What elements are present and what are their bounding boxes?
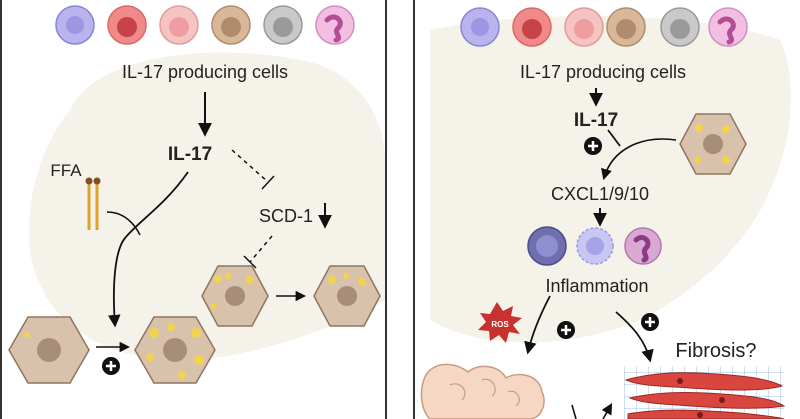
left-producers-label: IL-17 producing cells bbox=[122, 62, 288, 82]
right-plus-icon-2 bbox=[557, 321, 575, 339]
fibroblast-2 bbox=[628, 392, 786, 409]
right-hepatocyte bbox=[679, 113, 747, 175]
right-producers-label: IL-17 producing cells bbox=[520, 62, 686, 82]
left-inhibition-bar-2 bbox=[243, 255, 257, 269]
left-plus-icon bbox=[102, 357, 120, 375]
left-ffa-label: FFA bbox=[50, 161, 82, 180]
left-il17-to-steatosis-arrow bbox=[107, 171, 189, 328]
left-hepatocyte-steatotic bbox=[134, 316, 216, 384]
right-inflammation-label: Inflammation bbox=[545, 276, 648, 296]
right-hepatocyte-to-cxcl-arrow bbox=[601, 138, 677, 181]
left-panel: IL-17 producing cells IL-17 SCD-1 FFA bbox=[0, 0, 387, 419]
left-cell-gd-t-nucleus bbox=[117, 17, 137, 37]
right-fibrosis-label: Fibrosis? bbox=[675, 340, 756, 362]
left-hepatocyte-normal bbox=[8, 316, 90, 384]
right-il17-bar bbox=[607, 129, 621, 147]
right-small-line bbox=[571, 404, 577, 419]
right-recruited-cells bbox=[527, 226, 662, 266]
ros-label: ROS bbox=[491, 320, 509, 329]
fibroblast-mesh bbox=[624, 366, 786, 419]
ffa-molecule-icon bbox=[85, 177, 101, 230]
left-cell-neutrophil-nucleus bbox=[324, 14, 343, 43]
left-hepatocyte-lipid-a bbox=[201, 265, 269, 327]
left-dashed-inhibition-hepatocyte bbox=[249, 235, 273, 263]
left-cell-neutrophil bbox=[315, 5, 355, 45]
left-cell-macrophage-nucleus bbox=[221, 17, 241, 37]
fibroblast-3 bbox=[627, 409, 785, 419]
left-dashed-inhibition-scd1 bbox=[231, 149, 269, 183]
left-il17-label: IL-17 bbox=[168, 144, 212, 165]
right-producing-cells bbox=[460, 7, 748, 47]
left-cell-ilc-nucleus bbox=[273, 17, 293, 37]
right-chemokine-label: CXCL1/9/10 bbox=[551, 184, 649, 204]
recruited-neutrophil bbox=[624, 227, 662, 265]
left-ffa-line bbox=[106, 211, 141, 236]
left-scd1-label: SCD-1 bbox=[259, 206, 313, 226]
left-inhibition-bar bbox=[261, 175, 275, 190]
damaged-hepatocyte-cluster bbox=[420, 363, 545, 419]
left-hepatocyte-lipid-b bbox=[313, 265, 381, 327]
right-small-arrow bbox=[601, 403, 613, 419]
left-producing-cells bbox=[55, 5, 355, 45]
right-arrow-to-damage bbox=[524, 295, 551, 355]
right-panel: IL-17 producing cells IL-17 CXCL1/9/10 bbox=[413, 0, 800, 419]
right-arrow-to-fibrosis bbox=[615, 311, 654, 363]
ros-burst-icon: ROS bbox=[478, 302, 522, 343]
left-cell-lymphocyte-nucleus bbox=[66, 16, 84, 34]
right-plus-icon bbox=[584, 137, 602, 155]
fibroblast-1 bbox=[624, 372, 784, 391]
right-plus-icon-3 bbox=[641, 313, 659, 331]
left-cell-nkt-nucleus bbox=[169, 17, 189, 37]
left-liver-silhouette bbox=[29, 52, 385, 360]
right-il17-label: IL-17 bbox=[574, 110, 618, 131]
